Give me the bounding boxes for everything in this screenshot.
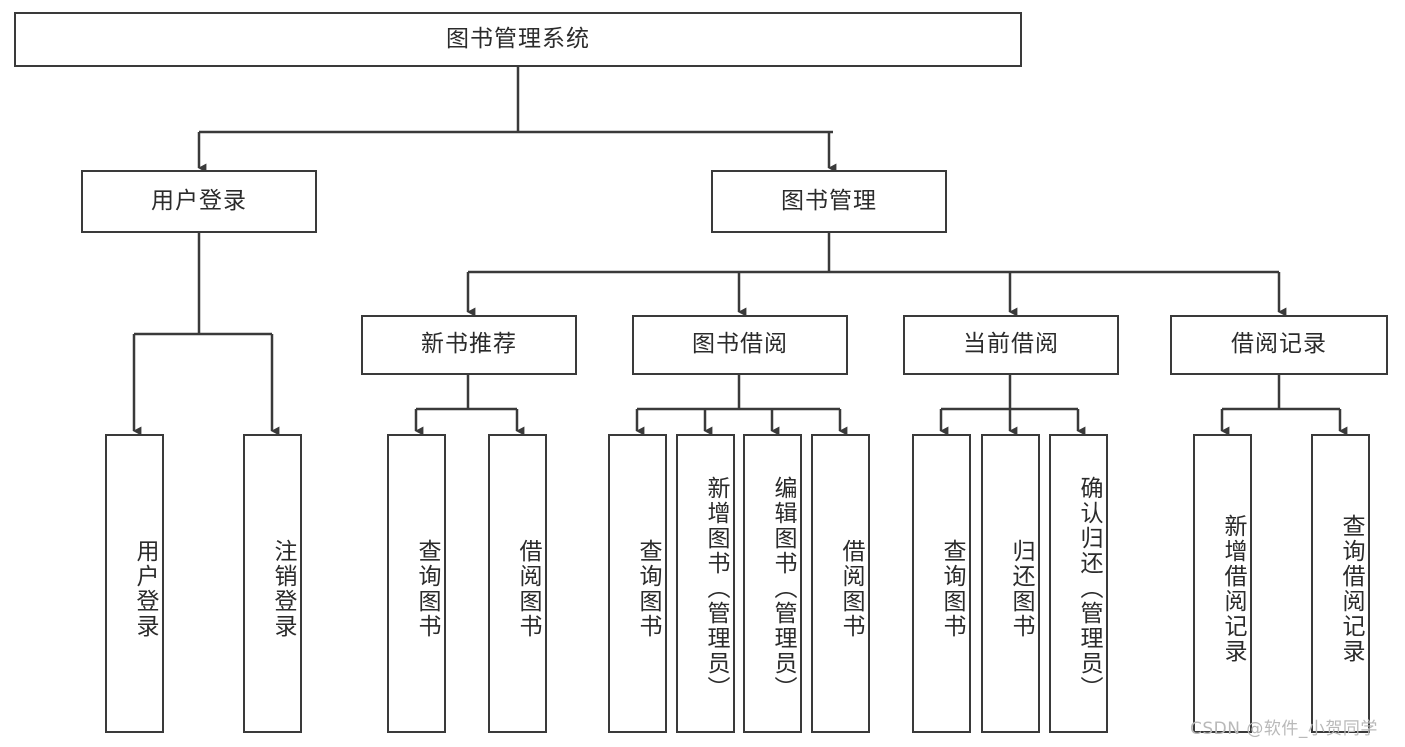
node-borrow-record[interactable]: 借阅记录 <box>1170 315 1388 375</box>
node-label: 新书推荐 <box>421 331 517 358</box>
leaf-user-login-login[interactable]: 用户登录 <box>105 434 164 733</box>
leaf-book-borrow-add-book-admin[interactable]: 新增图书（管理员） <box>676 434 735 733</box>
leaf-book-borrow-edit-book-admin[interactable]: 编辑图书（管理员） <box>743 434 802 733</box>
node-label: 查询图书 <box>635 538 661 639</box>
node-label: 用户登录 <box>132 538 158 639</box>
leaf-borrow-record-query-record[interactable]: 查询借阅记录 <box>1311 434 1370 733</box>
node-book-management[interactable]: 图书管理 <box>711 170 947 233</box>
node-label: 借阅记录 <box>1231 331 1327 358</box>
leaf-user-login-logout[interactable]: 注销登录 <box>243 434 302 733</box>
node-label: 编辑图书（管理员） <box>770 476 796 701</box>
node-label: 确认归还（管理员） <box>1076 476 1102 701</box>
leaf-new-book-borrow-book[interactable]: 借阅图书 <box>488 434 547 733</box>
watermark: CSDN @软件_小贺同学 <box>1190 719 1378 739</box>
leaf-book-borrow-borrow-book[interactable]: 借阅图书 <box>811 434 870 733</box>
node-label: 图书借阅 <box>692 331 788 358</box>
node-label: 当前借阅 <box>963 331 1059 358</box>
node-label: 图书管理系统 <box>446 25 590 52</box>
leaf-borrow-record-add-record[interactable]: 新增借阅记录 <box>1193 434 1252 733</box>
leaf-current-borrow-confirm-return-admin[interactable]: 确认归还（管理员） <box>1049 434 1108 733</box>
node-label: 新增借阅记录 <box>1220 513 1246 664</box>
node-new-book-recommend[interactable]: 新书推荐 <box>361 315 577 375</box>
node-label: 归还图书 <box>1008 538 1034 639</box>
leaf-book-borrow-query-book[interactable]: 查询图书 <box>608 434 667 733</box>
node-label: 查询借阅记录 <box>1338 513 1364 664</box>
node-label: 图书管理 <box>781 187 877 214</box>
node-label: 查询图书 <box>414 538 440 639</box>
node-label: 用户登录 <box>151 187 247 214</box>
node-user-login[interactable]: 用户登录 <box>81 170 317 233</box>
node-book-borrow[interactable]: 图书借阅 <box>632 315 848 375</box>
leaf-current-borrow-query-book[interactable]: 查询图书 <box>912 434 971 733</box>
node-root-book-management-system[interactable]: 图书管理系统 <box>14 12 1022 67</box>
node-label: 注销登录 <box>270 538 296 639</box>
node-current-borrow[interactable]: 当前借阅 <box>903 315 1119 375</box>
node-label: 查询图书 <box>939 538 965 639</box>
leaf-new-book-query-book[interactable]: 查询图书 <box>387 434 446 733</box>
node-label: 借阅图书 <box>838 538 864 639</box>
leaf-current-borrow-return-book[interactable]: 归还图书 <box>981 434 1040 733</box>
node-label: 借阅图书 <box>515 538 541 639</box>
node-label: 新增图书（管理员） <box>703 476 729 701</box>
